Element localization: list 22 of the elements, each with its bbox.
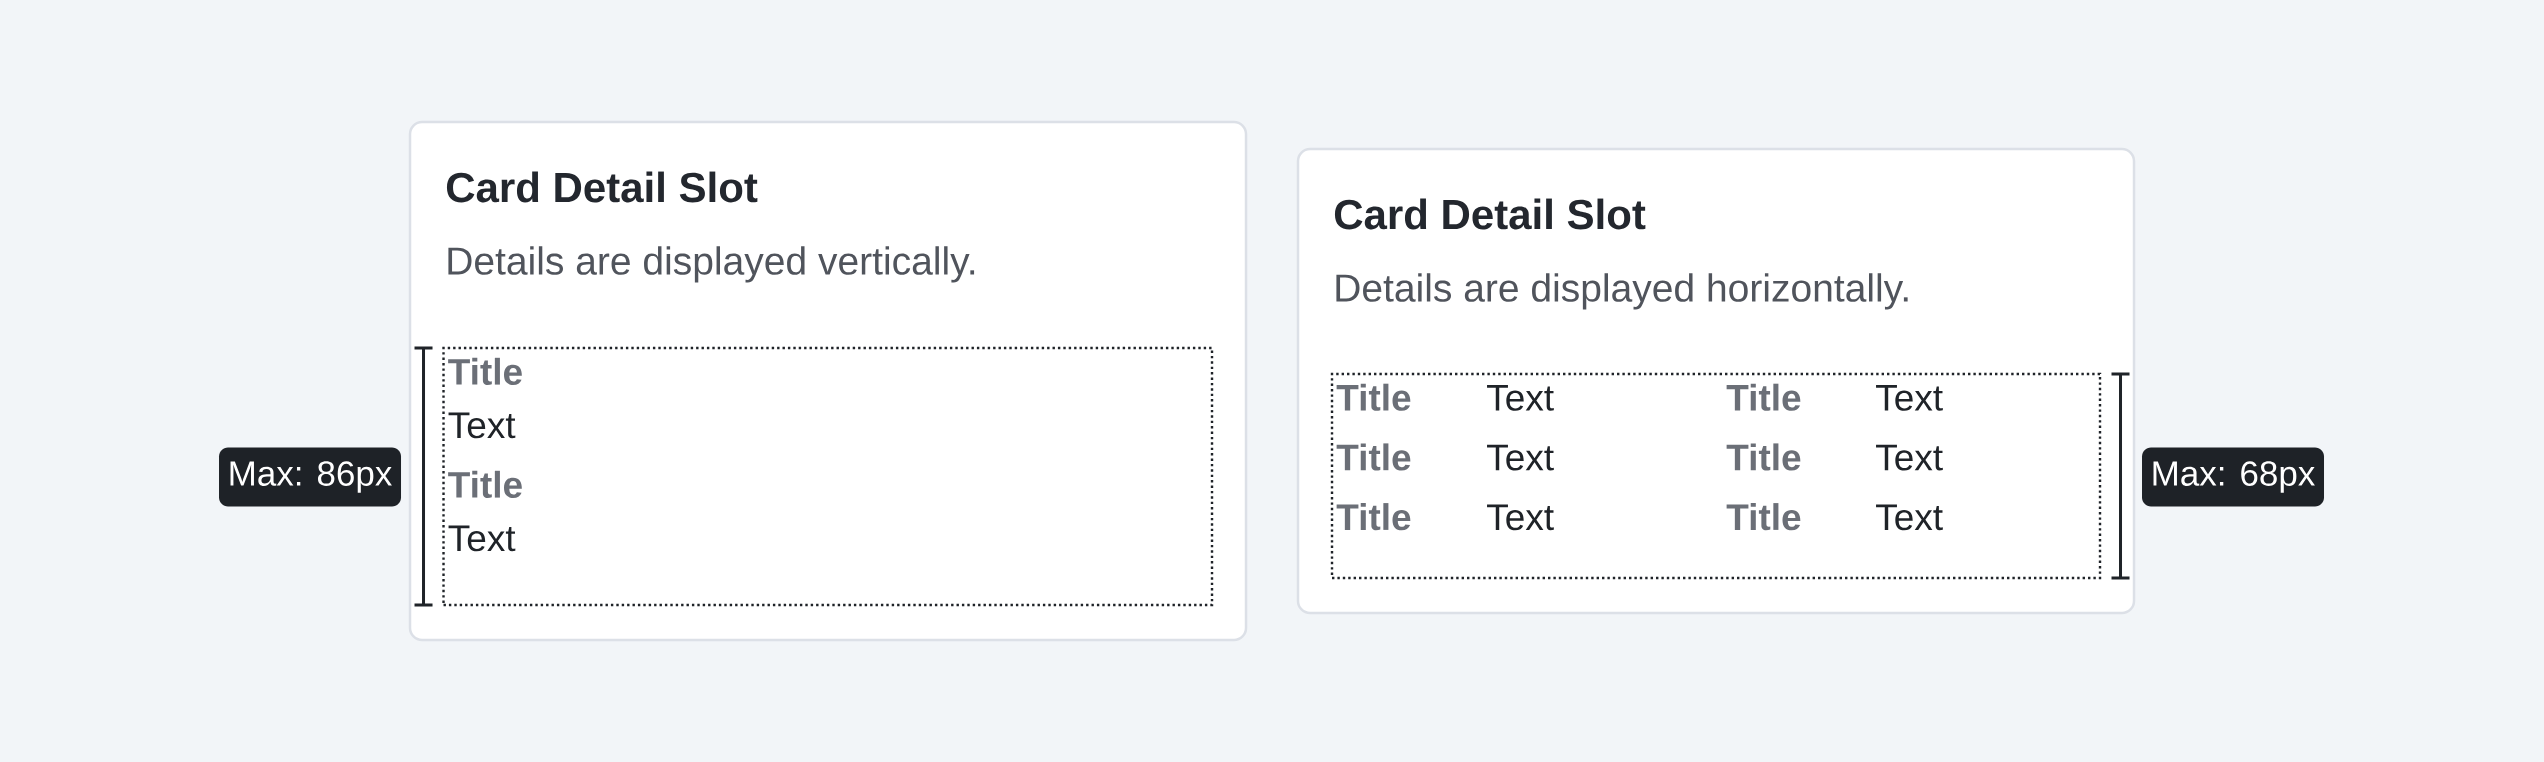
detail-title: Title	[448, 357, 522, 385]
card-title: Card Detail Slot	[1334, 198, 1646, 230]
dimension-badge: Max: 86px	[219, 447, 401, 507]
detail-text: Text	[1487, 444, 1554, 471]
detail-text: Text	[1487, 385, 1554, 411]
detail-text: Text	[1876, 504, 1943, 531]
detail-title: Title	[1336, 443, 1411, 471]
detail-title: Title	[1336, 383, 1411, 411]
detail-text: Text	[1876, 444, 1943, 471]
detail-text: Text	[1487, 504, 1554, 531]
dimension-badge: Max: 68px	[2142, 447, 2324, 507]
detail-title: Title	[1726, 443, 1801, 471]
detail-title: Title	[1726, 383, 1801, 411]
detail-title: Title	[448, 470, 522, 498]
detail-title: Title	[1726, 503, 1801, 531]
detail-text: Text	[1876, 385, 1943, 411]
detail-text: Text	[448, 525, 516, 552]
card-description: Details are displayed vertically.	[448, 246, 975, 283]
card-description: Details are displayed horizontally.	[1336, 273, 1908, 310]
card-title: Card Detail Slot	[446, 171, 758, 203]
detail-text: Text	[448, 412, 516, 439]
detail-title: Title	[1336, 503, 1411, 531]
